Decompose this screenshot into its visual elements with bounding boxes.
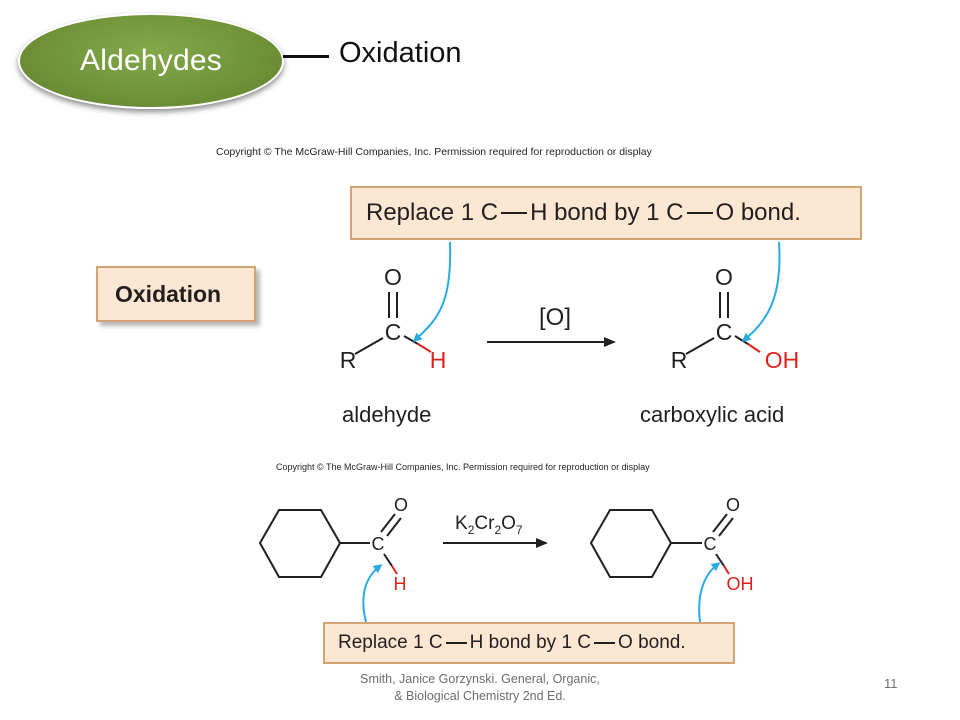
rule-box-top: Replace 1 C H bond by 1 C O bond. [350, 186, 862, 240]
atom-h: H [394, 574, 407, 594]
oxidation-label-box: Oxidation [96, 266, 256, 322]
single-bond-dash [445, 642, 467, 644]
copyright-top: Copyright © The McGraw-Hill Companies, I… [216, 146, 652, 158]
label-aldehyde: aldehyde [342, 402, 432, 427]
atom-o: O [394, 495, 408, 515]
citation: Smith, Janice Gorzynski. General, Organi… [330, 671, 630, 705]
atom-c: C [385, 319, 402, 345]
page-number: 11 [884, 676, 898, 691]
atom-h: H [430, 347, 447, 373]
copyright-bottom: Copyright © The McGraw-Hill Companies, I… [276, 462, 650, 472]
single-bond-dash [594, 642, 616, 644]
blue-arrow-right [741, 241, 781, 342]
rule-bottom-part3: O bond. [618, 632, 686, 653]
rule-top-part1: Replace 1 C [366, 199, 499, 226]
rule-bottom-part2: H bond by 1 C [469, 632, 592, 653]
cyclohexanecarboxylic-acid-structure: C O OH [589, 495, 754, 594]
atom-r: R [340, 347, 357, 373]
rule-top-part2: H bond by 1 C [530, 199, 684, 226]
atom-c: C [716, 319, 733, 345]
blue-arrow-left [412, 241, 452, 342]
label-carboxylic-acid: carboxylic acid [640, 402, 785, 427]
reagent-oxidant: [O] [539, 304, 571, 331]
oxidation-label: Oxidation [115, 280, 222, 307]
cyclohexanecarbaldehyde-structure: C O H [258, 495, 408, 594]
atom-c: C [372, 534, 385, 554]
connector-line [283, 55, 329, 58]
blue-arrow-bottom-right [698, 562, 721, 623]
rule-top-part3: O bond. [715, 199, 801, 226]
topic-ellipse: Aldehydes [18, 13, 284, 109]
rule-bottom-part1: Replace 1 C [338, 632, 443, 653]
rule-box-bottom: Replace 1 C H bond by 1 C O bond. [323, 622, 735, 664]
citation-line-1: Smith, Janice Gorzynski. General, Organi… [360, 672, 600, 686]
citation-line-2: & Biological Chemistry 2nd Ed. [394, 689, 566, 703]
blue-arrow-bottom-left [362, 564, 383, 623]
atom-o: O [726, 495, 740, 515]
single-bond-dash [501, 212, 528, 214]
reagent-dichromate: K2Cr2O7 [455, 513, 523, 537]
atom-o: O [384, 264, 402, 290]
atom-c: C [704, 534, 717, 554]
single-bond-dash [686, 212, 713, 214]
slide-heading: Oxidation [339, 37, 462, 69]
atom-oh: OH [727, 574, 754, 594]
atom-r: R [671, 347, 688, 373]
topic-title: Aldehydes [80, 44, 222, 77]
aldehyde-structure: O C R H [340, 264, 447, 373]
atom-o: O [715, 264, 733, 290]
atom-oh: OH [765, 347, 800, 373]
carboxylic-acid-structure: O C R OH [671, 264, 800, 373]
